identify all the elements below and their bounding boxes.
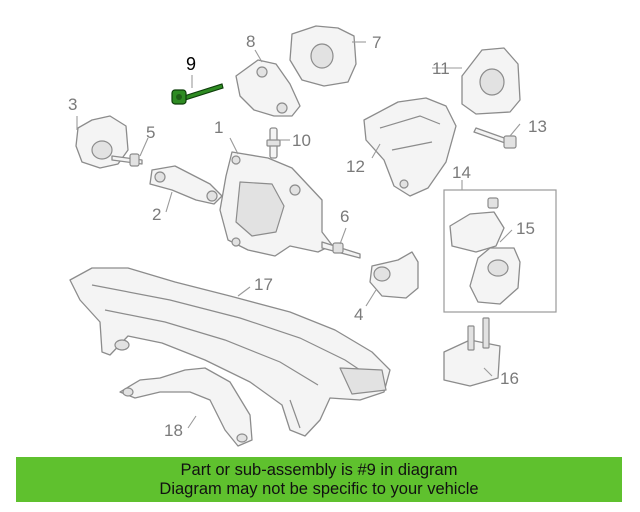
callout-7: 7 <box>372 33 381 52</box>
callout-1: 1 <box>214 118 223 137</box>
callout-9: 9 <box>186 54 196 74</box>
callout-15: 15 <box>516 219 535 238</box>
callout-6: 6 <box>340 207 349 226</box>
callout-11: 11 <box>432 59 450 78</box>
part-10-stud <box>266 127 281 159</box>
part-2-torque-rod <box>149 165 223 205</box>
banner-line-part: Part or sub-assembly is #9 in diagram <box>180 461 458 479</box>
callout-17: 17 <box>254 275 273 294</box>
part-9-bolt <box>171 83 224 105</box>
part-12-bracket <box>363 97 457 197</box>
part-6-bolt <box>321 241 361 259</box>
part-16-stud-bracket <box>443 317 501 387</box>
callout-14: 14 <box>452 163 471 182</box>
callout-13: 13 <box>528 117 547 136</box>
leader-lines <box>76 41 521 429</box>
part-1-bracket <box>219 151 333 257</box>
part-14-assembly <box>443 189 557 313</box>
part-15-mount <box>469 247 521 305</box>
part-17-subframe <box>69 267 391 437</box>
part-18-brace <box>119 367 253 447</box>
callout-16: 16 <box>500 369 519 388</box>
part-11-mount <box>461 47 521 115</box>
part-4-mount <box>369 251 419 299</box>
info-banner: Part or sub-assembly is #9 in diagram Di… <box>16 457 622 502</box>
part-8-bracket <box>235 59 301 117</box>
callout-10: 10 <box>292 131 311 150</box>
banner-line-disclaimer: Diagram may not be specific to your vehi… <box>159 480 479 498</box>
callout-5: 5 <box>146 123 155 142</box>
callout-4: 4 <box>354 305 363 324</box>
callout-2: 2 <box>152 205 161 224</box>
callout-12: 12 <box>346 157 365 176</box>
parts-diagram: 1 2 3 4 5 6 7 8 9 10 11 12 13 14 15 16 1… <box>68 25 557 447</box>
part-13-bolt <box>473 127 517 149</box>
callout-3: 3 <box>68 95 77 114</box>
callout-18: 18 <box>164 421 183 440</box>
part-5-bolt <box>111 153 143 167</box>
part-7-mount <box>289 25 357 87</box>
callout-8: 8 <box>246 32 255 51</box>
